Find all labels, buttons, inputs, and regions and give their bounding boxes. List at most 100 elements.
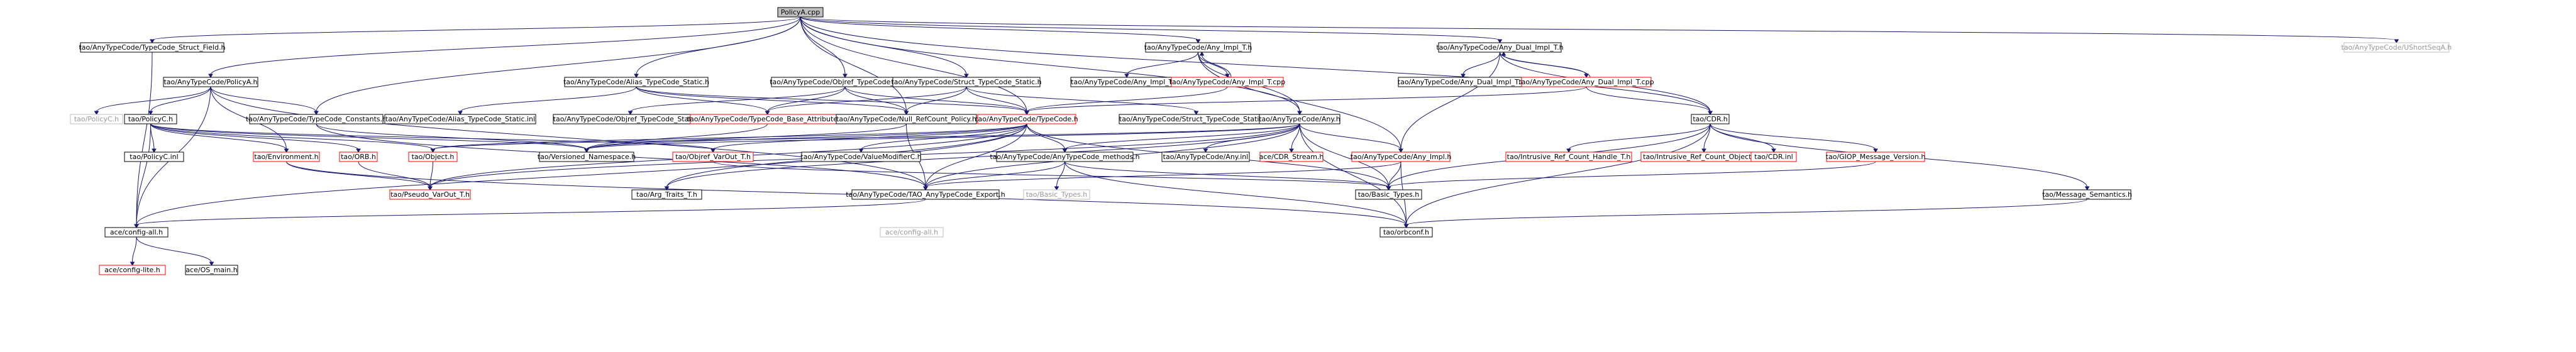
node-versioned[interactable]: tao/Versioned_Namespace.h xyxy=(538,151,636,162)
node-label: tao/AnyTypeCode/Any_Dual_Impl_T.h xyxy=(1436,43,1563,52)
node-environment[interactable]: tao/Environment.h xyxy=(253,151,320,162)
node-label: ace/config-lite.h xyxy=(104,266,160,274)
node-policych[interactable]: tao/PolicyC.h xyxy=(124,114,177,124)
node-objrefvarout[interactable]: tao/Objref_VarOut_T.h xyxy=(672,151,754,162)
node-box xyxy=(99,265,166,275)
node-aceconfigall[interactable]: ace/config-all.h xyxy=(104,227,169,238)
node-basictypesmiss: tao/Basic_Types.h xyxy=(1023,189,1090,200)
node-label: tao/AnyTypeCode/Struct_TypeCode_Static.i… xyxy=(1119,115,1273,123)
node-box xyxy=(124,114,177,124)
node-introbj[interactable]: tao/Intrusive_Ref_Count_Object_T.h xyxy=(1640,151,1767,162)
edge-policych-to-orbh xyxy=(150,123,361,153)
node-dualinl[interactable]: tao/AnyTypeCode/Any_Dual_Impl_T.inl xyxy=(1398,77,1528,87)
graph-edges xyxy=(94,16,2399,266)
node-argtraits[interactable]: tao/Arg_Traits_T.h xyxy=(631,189,702,200)
node-tcmethods[interactable]: tao/AnyTypeCode/AnyTypeCode_methods.h xyxy=(990,151,1140,162)
node-structinl[interactable]: tao/AnyTypeCode/Struct_TypeCode_Static.i… xyxy=(1119,114,1274,124)
node-tcexport[interactable]: tao/AnyTypeCode/TAO_AnyTypeCode_Export.h xyxy=(846,189,1005,200)
edge-policych-to-environment xyxy=(150,123,289,153)
graph-nodes: PolicyA.cpp tao/AnyTypeCode/TypeCode_Stru… xyxy=(70,7,2452,275)
node-objecth[interactable]: tao/Object.h xyxy=(408,151,458,162)
node-label: ace/CDR_Stream.h xyxy=(1259,153,1324,161)
node-box xyxy=(836,114,977,124)
node-box xyxy=(339,151,378,162)
node-label: tao/AnyTypeCode/PolicyA.h xyxy=(163,78,257,86)
edge-policych-to-versioned xyxy=(150,123,589,153)
node-label: tao/AnyTypeCode/AnyTypeCode_methods.h xyxy=(990,153,1139,161)
node-box xyxy=(851,189,1000,200)
node-anyimplinl[interactable]: tao/AnyTypeCode/Any_Impl_T.inl xyxy=(1070,77,1183,87)
node-label: tao/Basic_Types.h xyxy=(1358,190,1420,199)
node-policyc: tao/PolicyC.h xyxy=(70,114,123,124)
node-alias[interactable]: tao/AnyTypeCode/Alias_TypeCode_Static.h xyxy=(563,77,709,87)
node-label: tao/AnyTypeCode/TypeCode.h xyxy=(975,115,1078,123)
node-label: tao/AnyTypeCode/TypeCode_Struct_Field.h xyxy=(79,43,225,52)
node-orbh[interactable]: tao/ORB.h xyxy=(339,151,378,162)
node-box xyxy=(1355,189,1422,200)
edge-anyimplcpp-to-typecodeh xyxy=(1024,86,1228,115)
edge-anyh-to-tcmethods xyxy=(1062,123,1300,153)
node-label: tao/AnyTypeCode/Alias_TypeCode_Static.h xyxy=(563,78,709,86)
edge-policyah-to-policyc xyxy=(94,86,211,115)
node-dualcpp[interactable]: tao/AnyTypeCode/Any_Dual_Impl_T.cpp xyxy=(1518,77,1654,87)
node-basictypes[interactable]: tao/Basic_Types.h xyxy=(1355,189,1422,200)
edge-anyh-to-acecdr xyxy=(1289,123,1300,153)
node-anyh[interactable]: tao/AnyTypeCode/Any.h xyxy=(1259,114,1341,124)
node-anyimplh[interactable]: tao/AnyTypeCode/Any_Impl.h xyxy=(1351,151,1452,162)
edge-policych-to-aceconfigall xyxy=(134,123,151,228)
node-objrefinl[interactable]: tao/AnyTypeCode/Objref_TypeCode_Static.i… xyxy=(553,114,708,124)
node-box xyxy=(185,265,238,275)
edge-structtc-to-structinl xyxy=(966,86,1199,115)
node-box xyxy=(539,151,634,162)
node-giop[interactable]: tao/GIOP_Message_Version.h xyxy=(1826,151,1926,162)
node-label: tao/Intrusive_Ref_Count_Handle_T.h xyxy=(1507,153,1631,161)
edge-anyh-to-objecth xyxy=(430,123,1300,153)
node-structfield[interactable]: tao/AnyTypeCode/TypeCode_Struct_Field.h xyxy=(79,42,226,53)
node-label: tao/AnyTypeCode/Any_Impl.h xyxy=(1351,153,1452,161)
node-cdrh[interactable]: tao/CDR.h xyxy=(1691,114,1730,124)
edge-alias-to-typecodeh xyxy=(636,86,1029,115)
node-configlite[interactable]: ace/config-lite.h xyxy=(99,265,166,275)
node-label: tao/AnyTypeCode/Any_Impl_T.cpp xyxy=(1169,78,1286,86)
node-label: PolicyA.cpp xyxy=(781,8,820,16)
edge-structtc-to-typecodeh xyxy=(966,86,1029,115)
node-box xyxy=(80,42,224,53)
node-aliasinl[interactable]: tao/AnyTypeCode/Alias_TypeCode_Static.in… xyxy=(384,114,536,124)
node-osmain[interactable]: ace/OS_main.h xyxy=(185,265,238,275)
node-objref[interactable]: tao/AnyTypeCode/Objref_TypeCode_Static.h xyxy=(770,77,920,87)
node-structtc[interactable]: tao/AnyTypeCode/Struct_TypeCode_Static.h xyxy=(891,77,1042,87)
node-label: tao/AnyTypeCode/Alias_TypeCode_Static.in… xyxy=(385,115,535,123)
node-anyimplt[interactable]: tao/AnyTypeCode/Any_Impl_T.h xyxy=(1144,42,1252,53)
node-label: tao/CDR.h xyxy=(1693,115,1727,123)
edge-policych-to-objecth xyxy=(150,123,436,153)
node-label: tao/AnyTypeCode/Any_Dual_Impl_T.cpp xyxy=(1518,78,1654,86)
node-box xyxy=(1259,151,1324,162)
edge-anyimplt-to-anyimplinl xyxy=(1124,52,1198,78)
node-typecodeh[interactable]: tao/AnyTypeCode/TypeCode.h xyxy=(975,114,1078,124)
node-label: tao/orbconf.h xyxy=(1383,228,1429,236)
node-basetc[interactable]: tao/AnyTypeCode/TypeCode_Base_Attributes… xyxy=(687,114,848,124)
node-label: tao/AnyTypeCode/Struct_TypeCode_Static.h xyxy=(891,78,1041,86)
node-policycinl[interactable]: tao/PolicyC.inl xyxy=(124,151,184,162)
node-label: ace/config-all.h xyxy=(110,228,163,236)
node-anyinl[interactable]: tao/AnyTypeCode/Any.inl xyxy=(1161,151,1250,162)
node-cdrinl[interactable]: tao/CDR.inl xyxy=(1750,151,1797,162)
node-tcconst[interactable]: tao/AnyTypeCode/TypeCode_Constants.h xyxy=(246,114,387,124)
node-orbconf[interactable]: tao/orbconf.h xyxy=(1379,227,1433,238)
node-anyimplcpp[interactable]: tao/AnyTypeCode/Any_Impl_T.cpp xyxy=(1169,77,1286,87)
node-box xyxy=(1161,151,1250,162)
node-pseudo[interactable]: tao/Pseudo_VarOut_T.h xyxy=(389,189,471,200)
node-box xyxy=(996,151,1134,162)
node-anydual[interactable]: tao/AnyTypeCode/Any_Dual_Impl_T.h xyxy=(1436,42,1564,53)
edge-structtc-to-basetc xyxy=(765,86,967,115)
node-label: tao/Basic_Types.h xyxy=(1026,190,1088,199)
edge-objref-to-objrefinl xyxy=(627,86,846,115)
node-valuemod[interactable]: tao/AnyTypeCode/ValueModifierC.h xyxy=(800,151,922,162)
node-label: tao/AnyTypeCode/Any.inl xyxy=(1163,153,1249,161)
node-acecdr[interactable]: ace/CDR_Stream.h xyxy=(1259,151,1324,162)
node-nullref[interactable]: tao/AnyTypeCode/Null_RefCount_Policy.h xyxy=(836,114,977,124)
node-policyah[interactable]: tao/AnyTypeCode/PolicyA.h xyxy=(163,77,258,87)
node-intrhandle[interactable]: tao/Intrusive_Ref_Count_Handle_T.h xyxy=(1505,151,1632,162)
node-msgsem[interactable]: tao/Message_Semantics.h xyxy=(2042,189,2132,200)
